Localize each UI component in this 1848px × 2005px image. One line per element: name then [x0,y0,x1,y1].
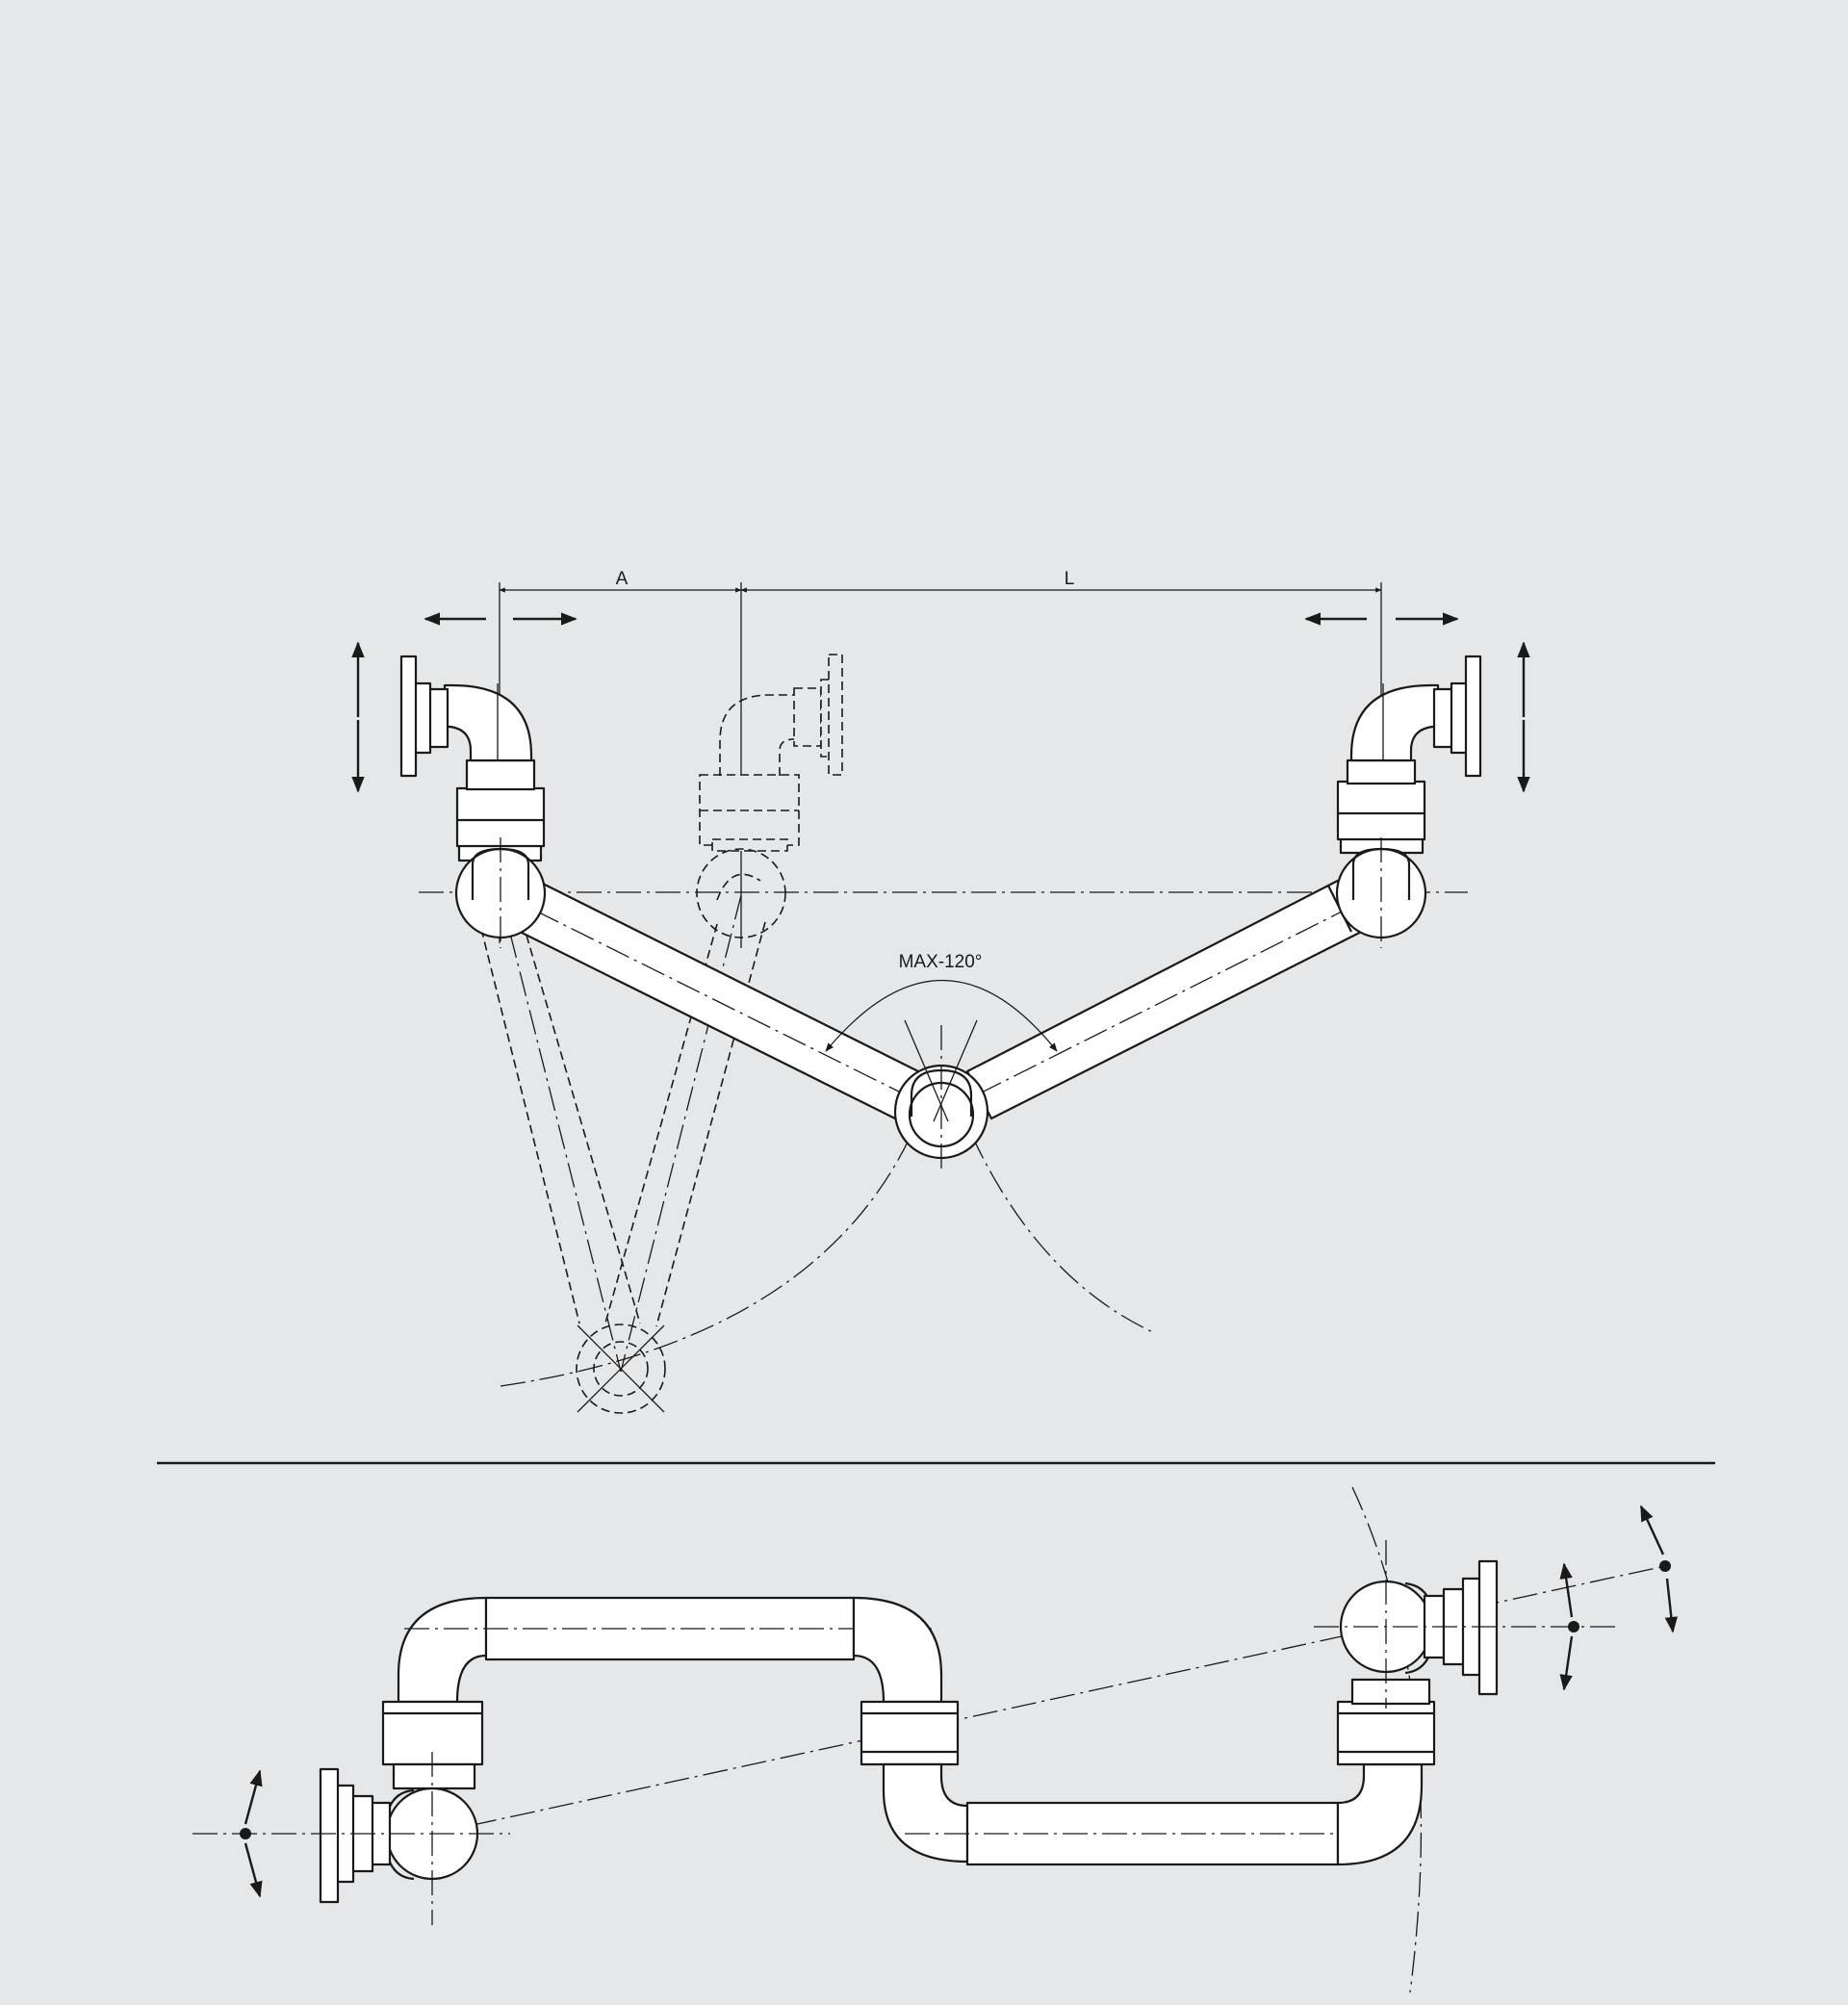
right-flange-elbow [1336,655,1482,855]
top-view: A L [351,569,1530,1414]
right-side-flange [1314,1504,1679,1709]
side-view [192,1486,1679,1993]
upper-pipe-run [381,1596,960,1766]
left-side-flange [192,1752,510,1925]
max-angle-indicator: MAX-120° [825,952,1058,1052]
right-swivel-joint [1335,837,1427,948]
max-angle-label: MAX-120° [899,952,983,972]
swing-arc-right [971,1135,1156,1334]
apex-swivel-joint [893,1019,989,1170]
inboard-arm [942,866,1399,1120]
vertical-movement-arrows [351,641,1530,793]
left-swivel-joint [454,837,547,948]
dimension-l-label: L [1065,569,1075,589]
outboard-arm [493,869,940,1120]
dimension-a-label: A [616,569,629,589]
left-flange-elbow [399,655,546,862]
lower-pipe-run [882,1700,1436,1866]
swing-arc-left [500,1116,920,1387]
dimension-lines: A L [499,569,1382,948]
